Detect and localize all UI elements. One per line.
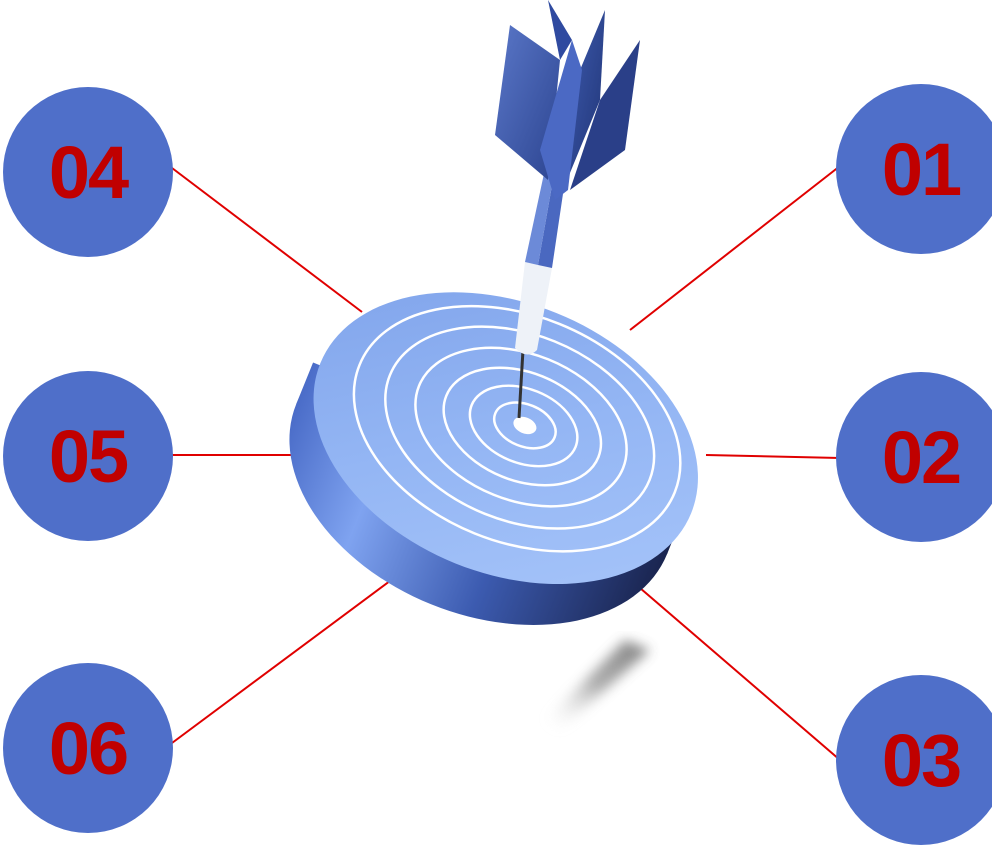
- connector-01: [629, 165, 841, 331]
- badge-03-label: 03: [881, 718, 962, 802]
- connector-03: [639, 587, 841, 761]
- badge-02: 02: [836, 372, 992, 542]
- badge-01-label: 01: [881, 127, 962, 211]
- badge-04: 04: [3, 87, 173, 257]
- badge-06: 06: [3, 663, 173, 833]
- badge-01: 01: [836, 84, 992, 254]
- badge-05: 05: [3, 371, 173, 541]
- dart-arrow-icon: [495, 0, 640, 419]
- badge-02-label: 02: [881, 415, 962, 499]
- badge-05-label: 05: [48, 414, 129, 498]
- connector-06: [171, 574, 399, 744]
- dartboard-target-icon: [289, 292, 698, 625]
- badge-04-label: 04: [48, 130, 129, 214]
- connector-04: [171, 167, 363, 313]
- connector-lines: [171, 165, 841, 761]
- connector-02: [705, 454, 841, 459]
- dart-shadow: [545, 640, 650, 730]
- badge-06-label: 06: [48, 706, 129, 790]
- badge-03: 03: [836, 675, 992, 845]
